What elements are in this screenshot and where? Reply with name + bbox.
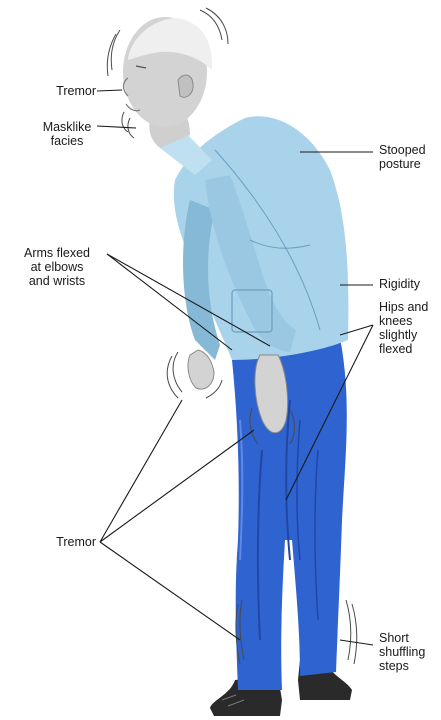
label-rigidity: Rigidity [379, 277, 439, 291]
label-arms-flexed: Arms flexed at elbows and wrists [8, 246, 106, 288]
label-short-shuffling-steps: Short shuffling steps [379, 631, 439, 673]
label-masklike-facies: Masklike facies [32, 120, 102, 148]
head [123, 17, 212, 148]
label-hips-knees: Hips and knees slightly flexed [379, 300, 439, 356]
label-stooped-posture: Stooped posture [379, 143, 439, 171]
pants [232, 335, 347, 690]
shirt [160, 116, 348, 360]
label-tremor-lower: Tremor [30, 535, 96, 549]
label-tremor-head: Tremor [40, 84, 96, 98]
